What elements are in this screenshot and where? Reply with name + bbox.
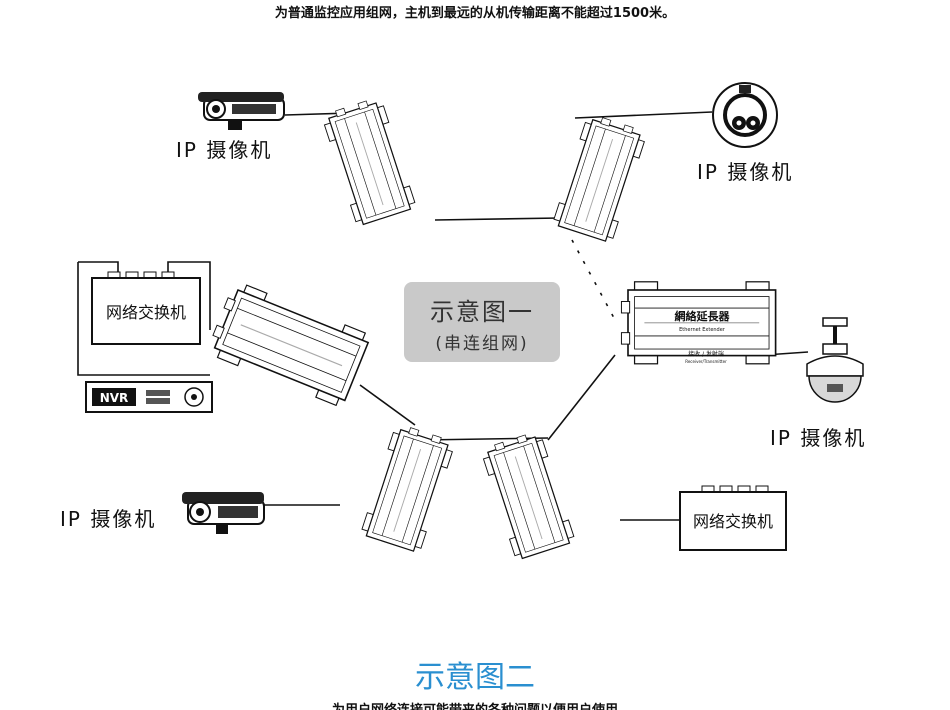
ptz-camera-icon [806,317,864,403]
network-switch-left: 网络交换机 [91,271,201,345]
extender-bottom-right [479,429,577,562]
extender-top-right [551,112,649,244]
network-switch-right: 网络交换机 [679,485,787,551]
link-ext-top [434,217,561,221]
center-legend-box: 示意图一 (串连组网) [404,282,560,362]
extender-mode-label: 接收 / 发射端 [688,350,724,358]
top-caption: 为普通监控应用组网，主机到最远的从机传输距离不能超过1500米。 [274,6,676,21]
link-ext-left [359,384,416,426]
switch-label: 网络交换机 [106,303,186,322]
camera-label: IP 摄像机 [60,507,157,531]
camera-label: IP 摄像机 [176,138,273,162]
dome-camera-icon [712,82,778,148]
link-camera-tr [574,111,713,119]
extender-subtitle: Ethernet Extender [679,327,726,333]
bottom-text: 为用户网络连接可能带来的各种问题以便用户使用 [0,700,950,710]
extender-mode-subtitle: Receiver/Transmitter [685,359,727,364]
extender-bottom-left [359,422,457,554]
link-ext-right [547,354,616,441]
center-subtitle: (串连组网) [435,334,529,354]
link-dotted [571,239,615,319]
extender-top-left [320,95,418,228]
camera-label: IP 摄像机 [770,426,867,450]
camera-label: IP 摄像机 [697,160,794,184]
extender-left [205,279,372,409]
bullet-camera-icon [182,492,265,534]
connection-lines [77,111,809,521]
switch-label: 网络交换机 [693,512,773,531]
nvr-label: NVR [100,391,129,405]
nvr-device: NVR [85,381,213,413]
link-switch-nvr [77,262,210,376]
center-title: 示意图一 [430,298,534,326]
extender-title: 網絡延長器 [675,309,731,323]
figure2-title: 示意图二 [415,660,535,695]
bullet-camera-icon [198,92,285,130]
link-ext-bottom [421,437,549,441]
